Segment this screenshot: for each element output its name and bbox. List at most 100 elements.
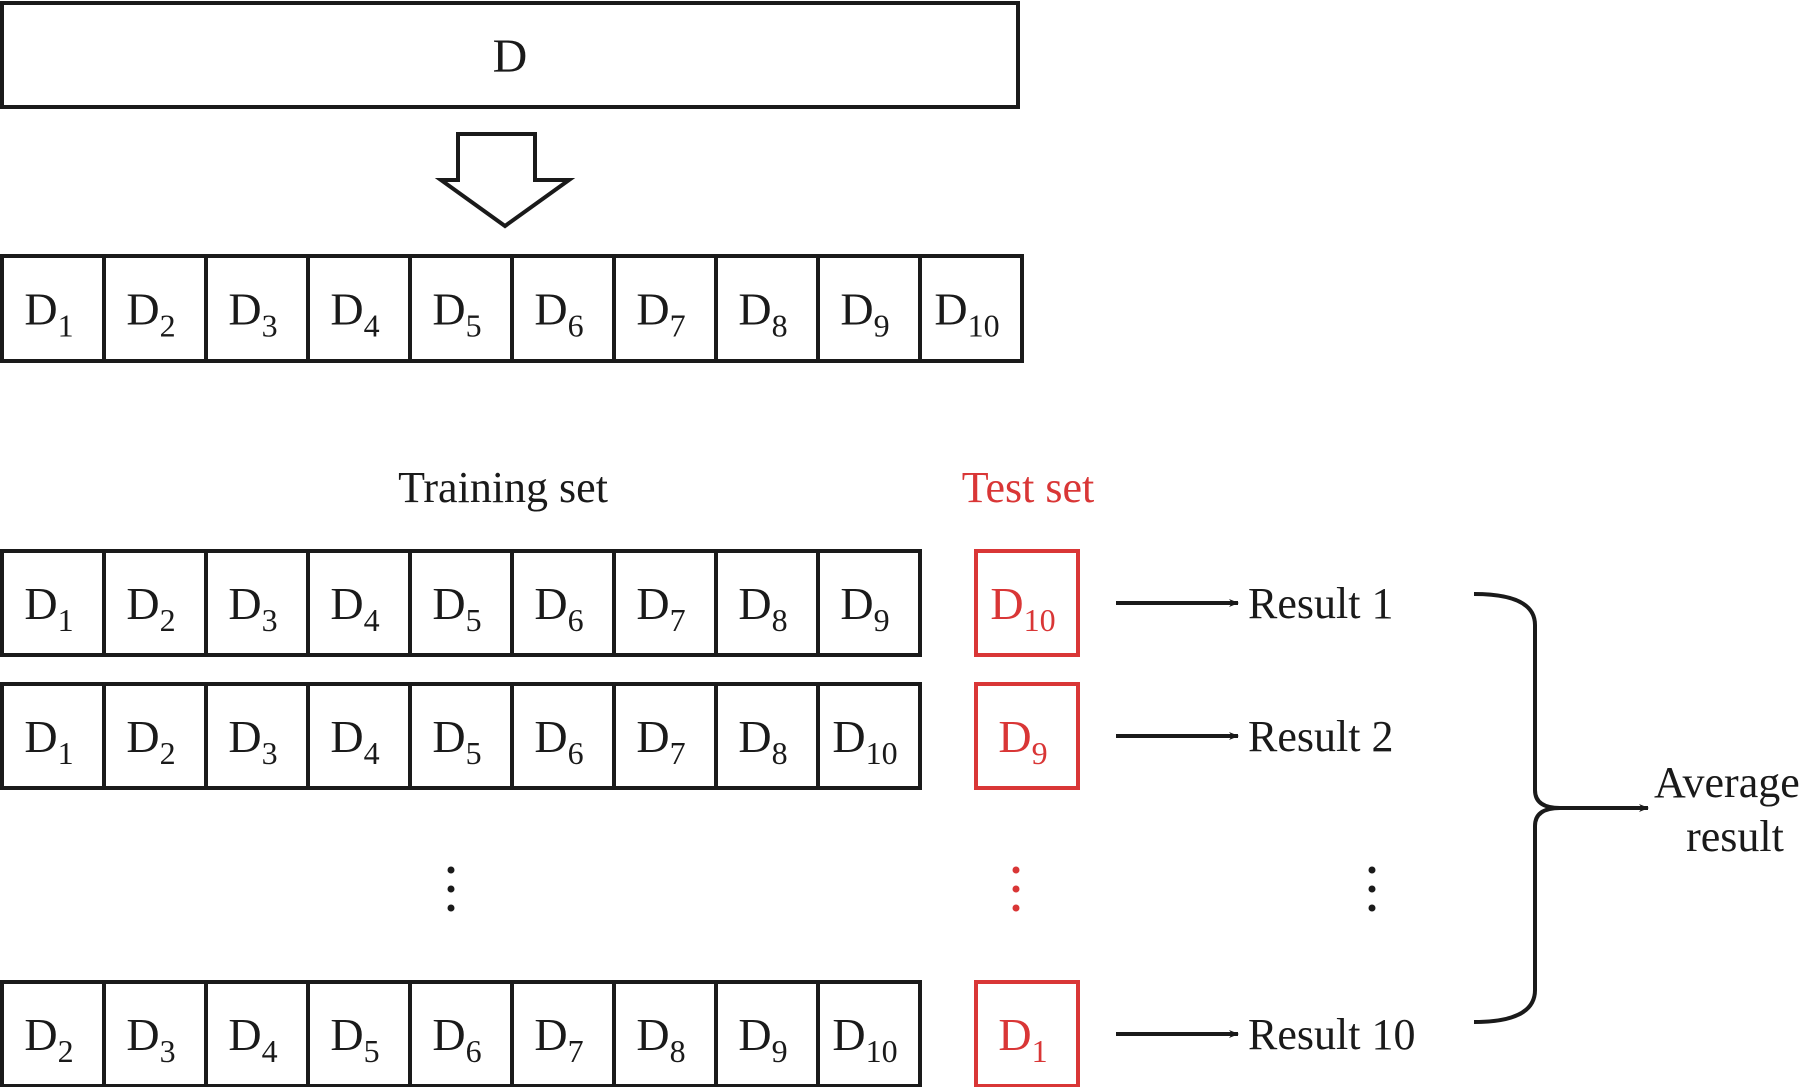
dataset-label: D xyxy=(493,30,528,83)
subset-label: D2 xyxy=(126,284,175,344)
training-subsets: D2 D3 D4 D5 D6 D7 D8 D9 D10 xyxy=(0,980,922,1087)
partition-cell: D3 xyxy=(204,254,310,363)
training-cell: D8 xyxy=(714,682,820,790)
subset-label: D2 xyxy=(126,711,175,771)
subset-label: D7 xyxy=(636,578,685,638)
subset-label: D8 xyxy=(738,284,787,344)
test-ellipsis xyxy=(1012,866,1020,912)
subset-label: D9 xyxy=(738,1009,787,1069)
subset-label: D4 xyxy=(330,711,379,771)
result-label: Result 10 xyxy=(1248,1010,1415,1059)
training-cell: D6 xyxy=(510,682,616,790)
training-cell: D6 xyxy=(408,980,514,1087)
split-arrow-icon xyxy=(434,132,576,229)
partition-cell: D1 xyxy=(0,254,106,363)
subset-label: D1 xyxy=(24,578,73,638)
result-label: Result 2 xyxy=(1248,712,1393,761)
subset-label: D10 xyxy=(990,578,1055,638)
test-cell: D9 xyxy=(974,682,1080,790)
test-cell: D1 xyxy=(974,980,1080,1087)
fold-row: D1 D2 D3 D4 D5 D6 D7 D8 D10 D9 Result 2 xyxy=(0,682,1393,790)
subset-label: D3 xyxy=(228,284,277,344)
subset-label: D2 xyxy=(126,578,175,638)
subset-label: D9 xyxy=(840,578,889,638)
subset-label: D10 xyxy=(832,711,897,771)
subset-label: D8 xyxy=(636,1009,685,1069)
partition-cell: D9 xyxy=(816,254,922,363)
subset-label: D3 xyxy=(126,1009,175,1069)
result-ellipsis xyxy=(1368,866,1376,912)
training-cell: D9 xyxy=(816,549,922,657)
subset-label: D4 xyxy=(228,1009,277,1069)
training-cell: D4 xyxy=(306,682,412,790)
subset-label: D3 xyxy=(228,578,277,638)
subset-label: D5 xyxy=(432,284,481,344)
subset-label: D4 xyxy=(330,284,379,344)
subset-label: D10 xyxy=(832,1009,897,1069)
subset-label: D9 xyxy=(840,284,889,344)
subset-label: D5 xyxy=(432,578,481,638)
training-cell: D4 xyxy=(306,549,412,657)
test-cell: D10 xyxy=(974,549,1080,657)
subset-label: D7 xyxy=(636,284,685,344)
partition-cell: D7 xyxy=(612,254,718,363)
training-cell: D3 xyxy=(204,682,310,790)
partition-cell: D4 xyxy=(306,254,412,363)
average-result-line1: Average xyxy=(1654,758,1800,807)
training-cell: D3 xyxy=(102,980,208,1087)
training-cell: D7 xyxy=(510,980,616,1087)
training-cell: D8 xyxy=(612,980,718,1087)
subset-label: D7 xyxy=(636,711,685,771)
subset-label: D6 xyxy=(534,711,583,771)
partition-cell: D8 xyxy=(714,254,820,363)
subset-label: D4 xyxy=(330,578,379,638)
training-cell: D2 xyxy=(102,549,208,657)
fold-row: D2 D3 D4 D5 D6 D7 D8 D9 D10 D1 Result 10 xyxy=(0,980,1415,1087)
training-cell: D10 xyxy=(816,980,922,1087)
subset-label: D6 xyxy=(534,578,583,638)
subset-label: D1 xyxy=(24,711,73,771)
subset-label: D2 xyxy=(24,1009,73,1069)
subset-label: D7 xyxy=(534,1009,583,1069)
training-cell: D6 xyxy=(510,549,616,657)
partition-row: D1 D2 D3 D4 D5 D6 D7 D8 D9 D10 xyxy=(0,254,1024,363)
training-cell: D5 xyxy=(306,980,412,1087)
training-cell: D2 xyxy=(0,980,106,1087)
aggregation-brace xyxy=(1473,592,1561,1024)
training-cell: D8 xyxy=(714,549,820,657)
subset-label: D8 xyxy=(738,578,787,638)
subset-label: D8 xyxy=(738,711,787,771)
training-cell: D1 xyxy=(0,549,106,657)
result-label: Result 1 xyxy=(1248,579,1393,628)
test-set-header: Test set xyxy=(962,463,1095,512)
training-ellipsis xyxy=(447,866,455,912)
subset-label: D3 xyxy=(228,711,277,771)
training-cell: D1 xyxy=(0,682,106,790)
subset-label: D1 xyxy=(24,284,73,344)
dataset-box: D xyxy=(0,1,1020,109)
subset-label: D6 xyxy=(432,1009,481,1069)
subset-label: D10 xyxy=(934,284,999,344)
partition-cell: D2 xyxy=(102,254,208,363)
training-cell: D5 xyxy=(408,549,514,657)
training-cell: D9 xyxy=(714,980,820,1087)
training-cell: D7 xyxy=(612,549,718,657)
partition-cell: D10 xyxy=(918,254,1024,363)
training-cell: D5 xyxy=(408,682,514,790)
training-cell: D7 xyxy=(612,682,718,790)
subset-label: D5 xyxy=(432,711,481,771)
training-set-header: Training set xyxy=(398,463,608,512)
average-result-line2: result xyxy=(1686,812,1784,861)
subset-label: D5 xyxy=(330,1009,379,1069)
training-cell: D10 xyxy=(816,682,922,790)
training-subsets: D1 D2 D3 D4 D5 D6 D7 D8 D10 xyxy=(0,682,922,790)
subset-label: D6 xyxy=(534,284,583,344)
subset-label: D1 xyxy=(998,1009,1047,1069)
subset-label: D9 xyxy=(998,711,1047,771)
fold-row: D1 D2 D3 D4 D5 D6 D7 D8 D9 D10 Result 1 xyxy=(0,549,1393,657)
training-cell: D3 xyxy=(204,549,310,657)
training-cell: D2 xyxy=(102,682,208,790)
partition-cell: D5 xyxy=(408,254,514,363)
